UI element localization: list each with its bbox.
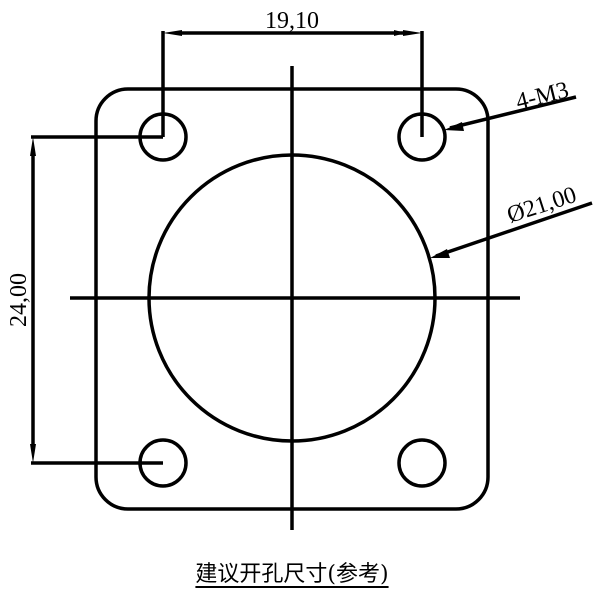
leader-line-holes (449, 95, 577, 130)
dimension-label-vertical: 24,00 (6, 273, 32, 327)
arrowhead (403, 30, 422, 36)
arrowhead (30, 444, 36, 463)
leader-line-center-hole (435, 201, 593, 258)
center-cutout-circle (147, 153, 437, 443)
arrowhead (30, 137, 36, 156)
arrowhead (444, 122, 464, 131)
caption: 建议开孔尺寸(参考) (0, 556, 584, 588)
caption-text: 建议开孔尺寸(参考) (195, 562, 389, 587)
arrowhead (163, 30, 182, 36)
hole-callout: 4-M3 (513, 77, 571, 115)
mounting-hole-bottom-right (397, 438, 447, 488)
arrowhead (430, 249, 450, 258)
dimension-label-horizontal: 19,10 (265, 8, 319, 34)
